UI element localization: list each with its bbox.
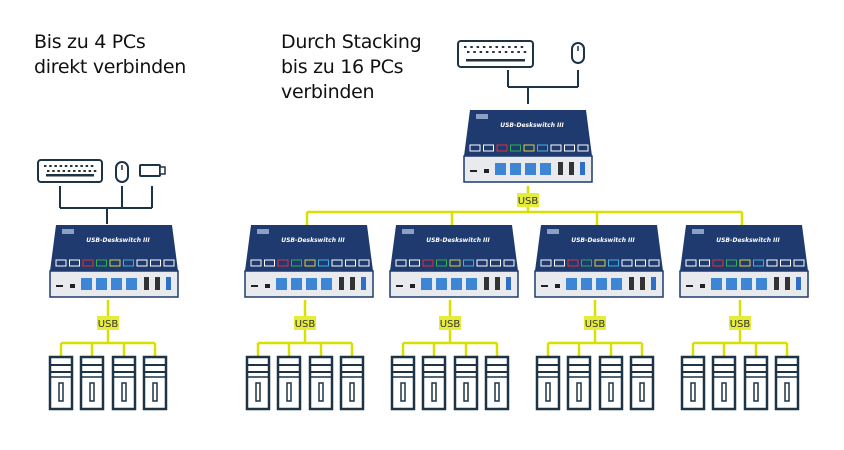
pc-tower-icon	[339, 355, 365, 411]
pc-tower-icon	[598, 355, 624, 411]
switch-label: USB-Deskswitch III	[86, 237, 150, 244]
pc-tower-icon	[535, 355, 561, 411]
pc-tower-icon	[629, 355, 655, 411]
usb-label: USB	[440, 319, 461, 330]
connection-lines	[691, 300, 789, 362]
connection-lines	[507, 70, 579, 104]
pc-tower-icon	[276, 355, 302, 411]
usb-badge: USB	[517, 193, 539, 207]
connection-lines	[546, 300, 644, 362]
usb-badge: USB	[439, 316, 461, 330]
usb-label: USB	[295, 319, 316, 330]
kvm-switch-icon: USB-Deskswitch III	[244, 225, 374, 298]
switch-label: USB-Deskswitch III	[716, 237, 780, 244]
usb-label: USB	[98, 319, 119, 330]
pc-tower-icon	[774, 355, 800, 411]
caption-stacking: Durch Stacking bis zu 16 PCs verbinden	[281, 30, 422, 105]
usb-label: USB	[518, 196, 539, 207]
caption-direct: Bis zu 4 PCs direkt verbinden	[34, 30, 186, 80]
keyboard-icon	[457, 40, 534, 68]
pc-tower-icon	[390, 355, 416, 411]
connection-lines	[256, 300, 354, 362]
usb-badge: USB	[97, 316, 119, 330]
switch-label: USB-Deskswitch III	[426, 237, 490, 244]
pc-tower-icon	[421, 355, 447, 411]
kvm-switch-icon: USB-Deskswitch III	[534, 225, 664, 298]
pc-tower-icon	[711, 355, 737, 411]
usb-stick-icon	[139, 164, 166, 177]
usb-badge: USB	[729, 316, 751, 330]
pc-tower-icon	[111, 355, 137, 411]
usb-label: USB	[730, 319, 751, 330]
switch-label: USB-Deskswitch III	[281, 237, 345, 244]
pc-tower-icon	[142, 355, 168, 411]
pc-tower-icon	[453, 355, 479, 411]
caption-line: verbinden	[281, 81, 375, 103]
pc-tower-icon	[245, 355, 271, 411]
usb-label: USB	[585, 319, 606, 330]
caption-line: Bis zu 4 PCs	[34, 31, 146, 53]
usb-badge: USB	[294, 316, 316, 330]
connection-lines	[59, 300, 157, 362]
caption-line: Durch Stacking	[281, 31, 422, 53]
caption-line: direkt verbinden	[34, 56, 187, 78]
kvm-switch-icon: USB-Deskswitch III	[49, 225, 179, 298]
caption-line: bis zu 16 PCs	[281, 56, 404, 78]
switch-label: USB-Deskswitch III	[571, 237, 635, 244]
kvm-switch-icon: USB-Deskswitch III	[389, 225, 519, 298]
pc-tower-icon	[484, 355, 510, 411]
pc-tower-icon	[566, 355, 592, 411]
connection-lines	[401, 300, 499, 362]
pc-tower-icon	[308, 355, 334, 411]
pc-tower-icon	[743, 355, 769, 411]
usb-badge: USB	[584, 316, 606, 330]
switch-label: USB-Deskswitch III	[500, 122, 564, 129]
keyboard-icon	[37, 159, 103, 183]
kvm-switch-icon: USB-Deskswitch III	[463, 110, 593, 183]
pc-tower-icon	[79, 355, 105, 411]
pc-tower-icon	[680, 355, 706, 411]
pc-tower-icon	[48, 355, 74, 411]
mouse-icon	[571, 42, 585, 64]
kvm-switch-icon: USB-Deskswitch III	[679, 225, 809, 298]
connection-lines	[59, 186, 153, 224]
mouse-icon	[115, 161, 129, 183]
